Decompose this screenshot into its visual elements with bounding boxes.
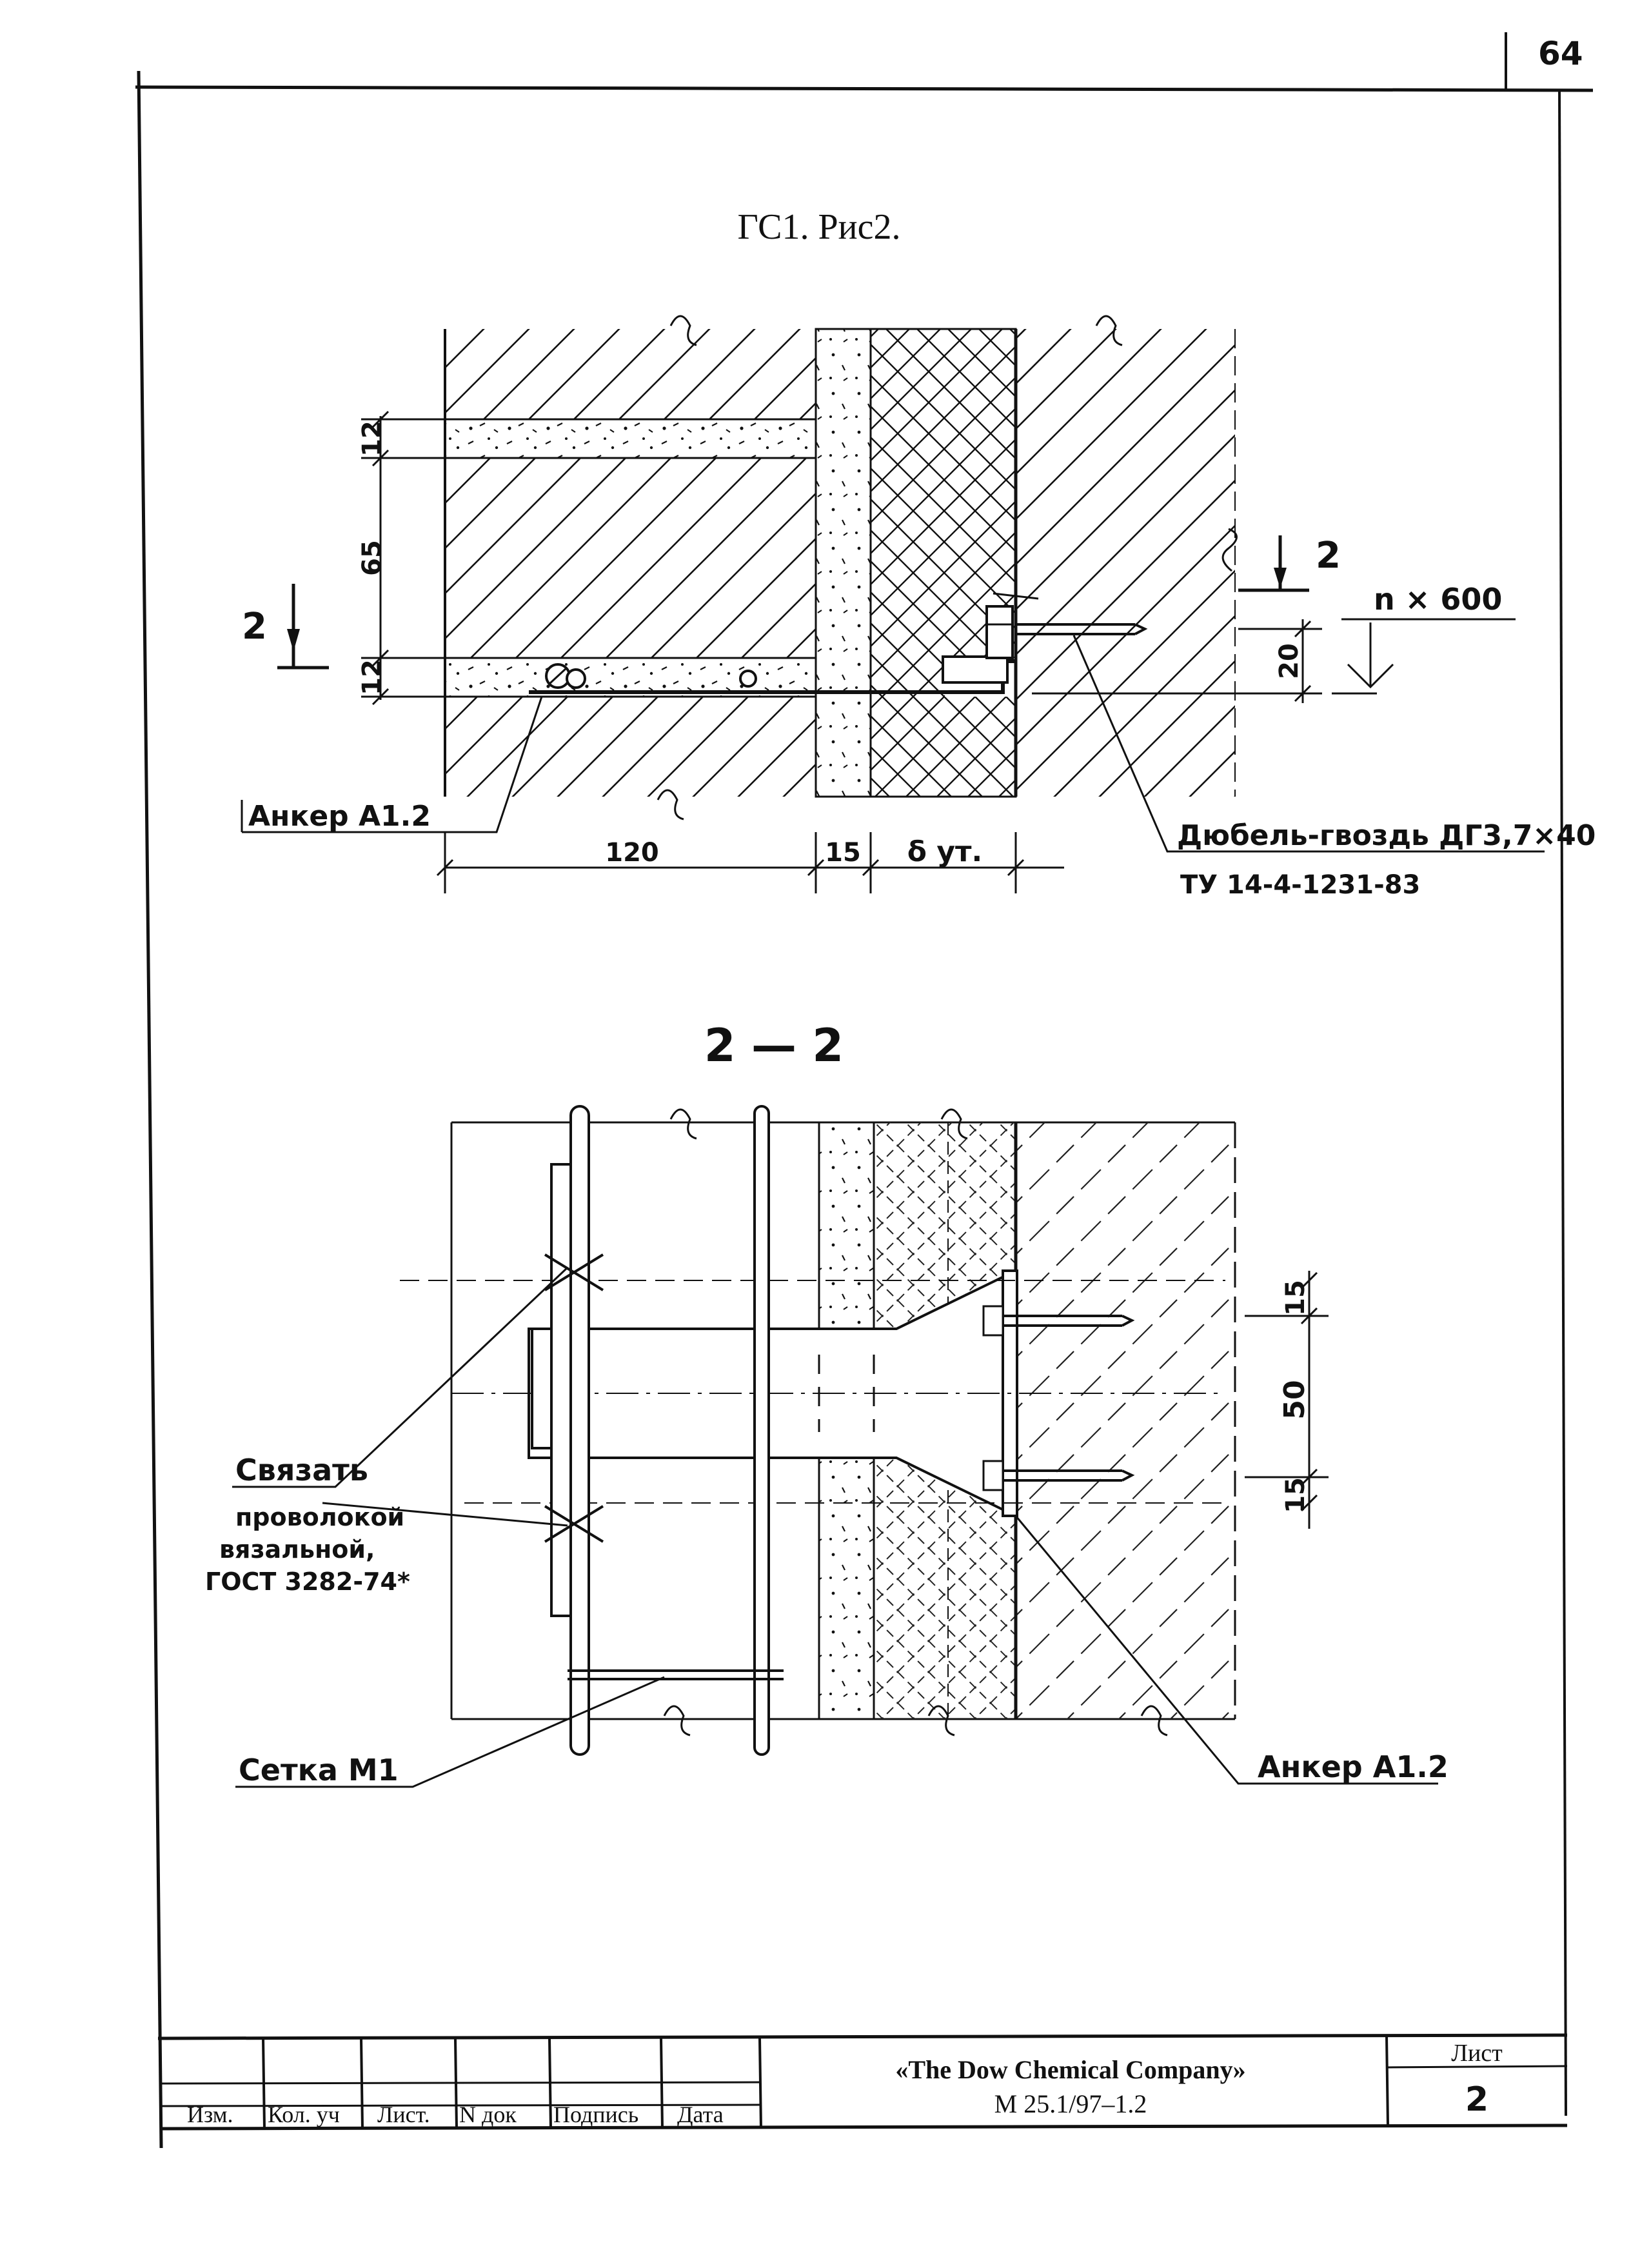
section-marker-left: 2: [242, 584, 329, 670]
title-sheet-label: Лист: [1451, 2040, 1503, 2067]
title-col-data: Дата: [677, 2102, 724, 2127]
title-sheet-number: 2: [1465, 2080, 1488, 2119]
dim-section-middle: 50: [1278, 1380, 1311, 1419]
title-doc-code: М 25.1/97–1.2: [994, 2089, 1147, 2118]
figure-title: ГС1. Рис2.: [738, 207, 901, 247]
sheet-frame: [135, 32, 1594, 2149]
dim-brick-course: 65: [357, 540, 387, 576]
label-tie-line1: проволокой: [235, 1503, 404, 1531]
title-col-kol: Кол. уч: [268, 2102, 340, 2127]
label-mesh: Сетка М1: [239, 1753, 399, 1787]
section-marker-label: 2: [1316, 535, 1341, 577]
plan-dimensions: [241, 410, 1545, 893]
dim-layer-15: 15: [825, 838, 861, 868]
section-view: [400, 1105, 1236, 1756]
dim-brick-width: 120: [605, 838, 659, 868]
page-number: 64: [1538, 35, 1583, 72]
title-col-izm: Изм.: [187, 2102, 233, 2127]
label-dowel-spec: ТУ 14-4-1231-83: [1180, 870, 1420, 900]
dim-joint-top: 12: [357, 421, 387, 457]
dim-joint-bottom: 12: [357, 659, 387, 695]
label-tie-title: Связать: [235, 1453, 368, 1487]
dim-insulation: δ ут.: [907, 835, 982, 868]
label-tie-line3: ГОСТ 3282-74*: [205, 1567, 410, 1596]
dim-right-gap: 20: [1274, 643, 1304, 679]
dim-spacing: n × 600: [1374, 582, 1502, 617]
section-title: 2 — 2: [704, 1019, 844, 1072]
title-col-ndok: N док: [459, 2102, 517, 2127]
plan-view: [444, 315, 1238, 821]
section-dimensions: [232, 1266, 1438, 1788]
title-col-podpis: Подпись: [553, 2102, 638, 2127]
label-dowel: Дюбель-гвоздь ДГ3,7×40: [1177, 819, 1596, 852]
dim-section-top: 15: [1281, 1280, 1310, 1316]
section-marker-right: 2: [1238, 535, 1341, 592]
label-anchor-section: Анкер А1.2: [1258, 1749, 1448, 1784]
section-marker-label: 2: [242, 606, 267, 648]
dim-section-bottom: 15: [1281, 1477, 1310, 1513]
label-tie-line2: вязальной,: [219, 1535, 375, 1564]
label-anchor-plan: Анкер А1.2: [248, 800, 431, 833]
title-col-list: Лист.: [377, 2102, 430, 2127]
title-company: «The Dow Chemical Company»: [895, 2055, 1245, 2084]
title-block: [157, 2033, 1568, 2131]
